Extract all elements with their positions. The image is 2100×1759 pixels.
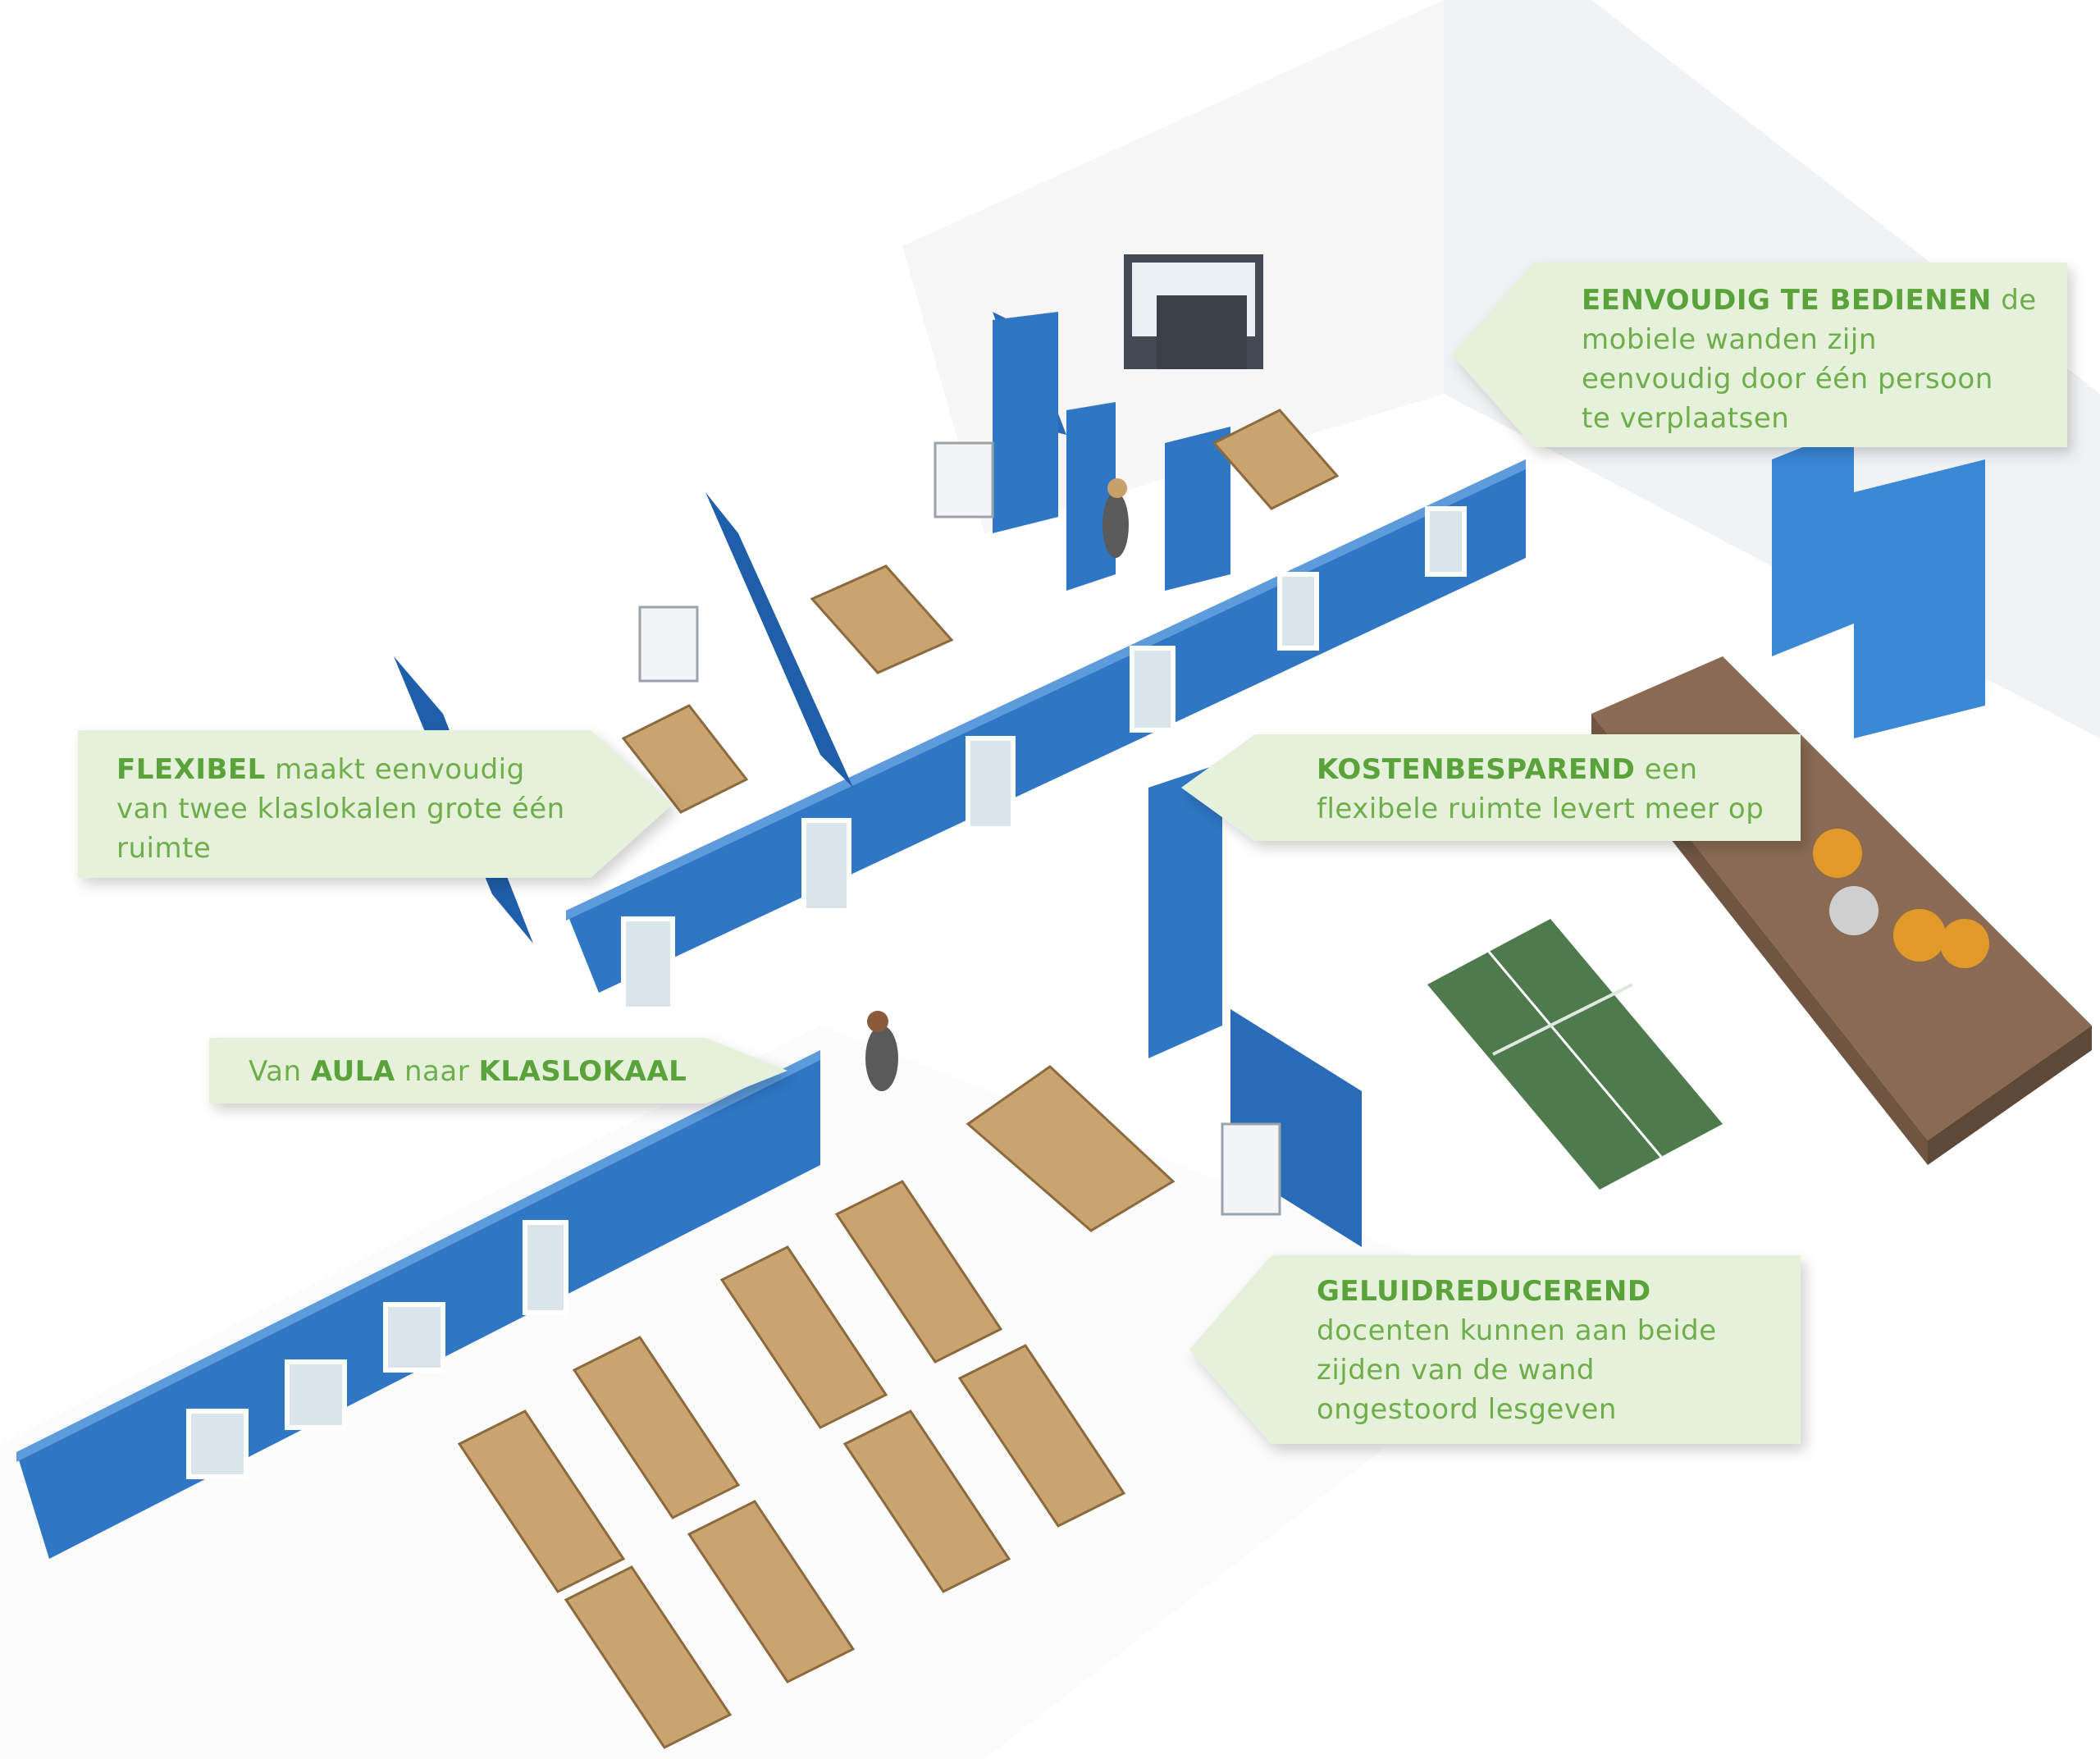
callout-flexibel-title: FLEXIBEL [116,753,266,786]
callout-geluid: GELUIDREDUCEREND docenten kunnen aan bei… [1317,1272,1717,1429]
callout-geluid-line3: zijden van de wand [1317,1354,1595,1387]
callout-eenvoudig-title: EENVOUDIG TE BEDIENEN [1582,284,1992,317]
callout-kosten-title: KOSTENBESPAREND [1317,753,1636,786]
callout-eenvoudig: EENVOUDIG TE BEDIENEN de mobiele wanden … [1582,281,2037,438]
callout-aula-mid: naar [395,1055,479,1088]
wall-windows [186,506,1467,1479]
callout-aula: Van AULA naar KLASLOKAAL [249,1052,687,1091]
classroom-desks [457,409,1340,1749]
callout-aula-pre: Van [249,1055,311,1088]
callout-kosten: KOSTENBESPAREND een flexibele ruimte lev… [1317,750,1764,829]
callout-eenvoudig-bg [1452,263,2067,447]
callout-geluid-bg [1189,1255,1801,1444]
callout-kosten-bg [1181,734,1801,841]
callout-flexibel-line2: van twee klaslokalen grote één [116,793,565,825]
callout-eenvoudig-line2: mobiele wanden zijn [1582,323,1877,356]
callout-flexibel-line1: maakt eenvoudig [265,753,525,786]
callout-eenvoudig-line4: te verplaatsen [1582,402,1790,435]
callout-aula-word2: KLASLOKAAL [478,1055,687,1088]
smartboard [1124,254,1263,369]
callout-aula-bg [209,1038,788,1103]
people [865,478,1129,1091]
callout-flexibel: FLEXIBEL maakt eenvoudig van twee klaslo… [116,750,565,868]
callout-shapes [78,263,2067,1444]
pingpong-table [1427,919,1723,1190]
callout-eenvoudig-line3: eenvoudig door één persoon [1582,363,1993,395]
flipcharts [638,441,1281,1216]
callout-kosten-line2: flexibele ruimte levert meer op [1317,793,1764,825]
callout-flexibel-bg [78,730,673,878]
callout-eenvoudig-line1: de [1991,284,2037,317]
callout-kosten-line1: een [1635,753,1698,786]
callout-geluid-line2: docenten kunnen aan beide [1317,1314,1717,1347]
callout-aula-word1: AULA [310,1055,395,1088]
callout-geluid-line4: ongestoord lesgeven [1317,1393,1617,1426]
callout-geluid-title: GELUIDREDUCEREND [1317,1275,1651,1308]
callout-flexibel-line3: ruimte [116,832,212,865]
